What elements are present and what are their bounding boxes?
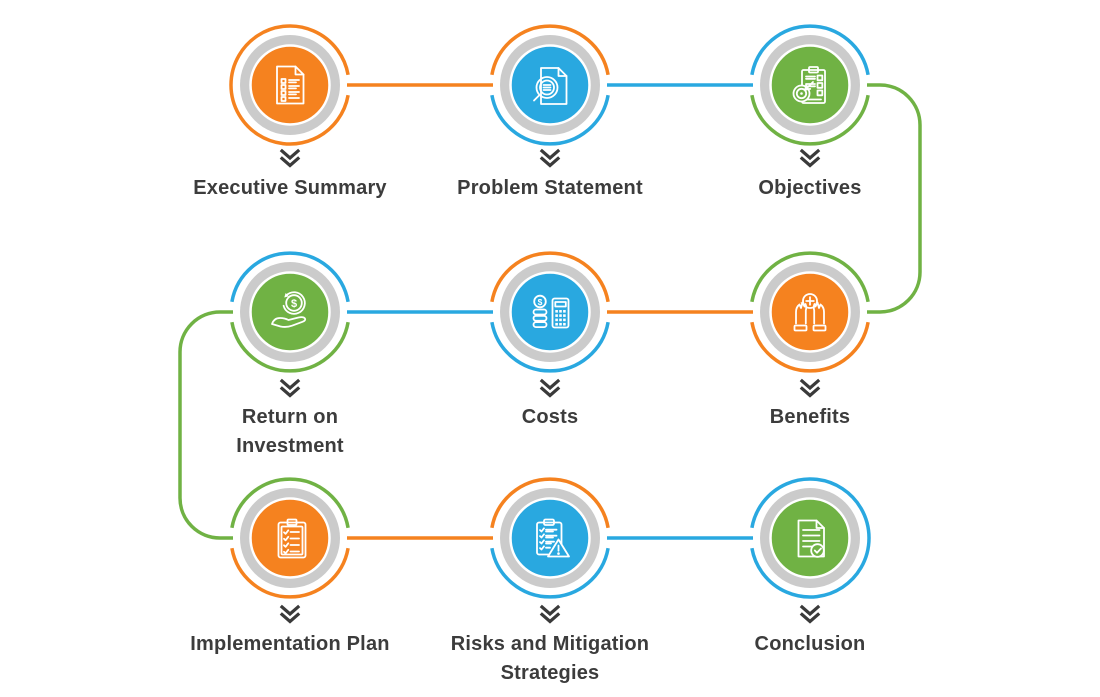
document-magnifier-icon [533,67,568,105]
svg-text:$: $ [291,298,297,310]
ring-arc-top [750,24,870,76]
ring-arc-bottom [750,94,870,146]
node-executive-summary [229,24,350,146]
node-label-implementation-plan: Implementation Plan [190,633,390,655]
clipboard-warning-icon [536,518,570,558]
ring-arc-top [230,251,350,303]
core-circle [769,497,851,579]
down-chevrons-icon [799,604,821,624]
node-label-executive-summary: Executive Summary [193,177,387,199]
node-conclusion [750,477,871,599]
document-checklist-icon [276,65,305,105]
ring-arc-top [490,251,610,303]
connector-3-6-curve [867,83,922,314]
ring-arc-bottom [230,321,350,373]
node-label-risks-mitigation: Risks and Mitigation Strategies [450,633,650,684]
down-chevrons-icon [279,148,301,168]
ring-arc-bottom [490,94,610,146]
down-chevrons-icon [279,604,301,624]
clipboard-checkmarks-icon [277,518,307,559]
down-chevrons-icon [279,378,301,398]
node-risks-mitigation [490,477,610,599]
ring-arc-top [750,251,870,303]
down-chevrons-icon [799,378,821,398]
node-benefits [750,251,870,373]
ring-arc [750,477,871,599]
svg-text:$: $ [538,297,543,307]
ring-arc-top [230,477,350,529]
core-circle [249,44,331,126]
node-costs: $ [490,251,610,373]
ring-arc-bottom [230,547,350,599]
ring-arc [229,24,350,146]
ring-arc-bottom [490,547,610,599]
ring-arc-bottom [490,321,610,373]
node-label-problem-statement: Problem Statement [457,177,643,199]
hand-coin-icon: $ [271,291,307,328]
core-circle [769,271,851,353]
node-objectives [750,24,870,146]
node-label-return-on-investment: Return on Investment [236,406,344,457]
node-problem-statement [490,24,610,146]
node-label-conclusion: Conclusion [754,633,866,655]
connector-4-7-curve [178,310,233,540]
down-chevrons-icon [539,604,561,624]
down-chevrons-icon [539,148,561,168]
node-return-on-investment: $ [230,251,350,373]
node-label-costs: Costs [521,406,579,428]
ring-arc-top [490,477,610,529]
node-implementation-plan [230,477,350,599]
down-chevrons-icon [539,378,561,398]
core-circle [509,271,591,353]
down-chevrons-icon [799,148,821,168]
ring-arc-bottom [750,321,870,373]
clipboard-target-icon [792,66,826,104]
document-check-icon [797,519,825,558]
hands-plus-icon [793,293,827,332]
core-circle [249,271,331,353]
node-label-benefits: Benefits [769,406,851,428]
node-label-objectives: Objectives [758,177,862,199]
coins-calculator-icon: $ [532,294,570,329]
ring-arc-top [490,24,610,76]
